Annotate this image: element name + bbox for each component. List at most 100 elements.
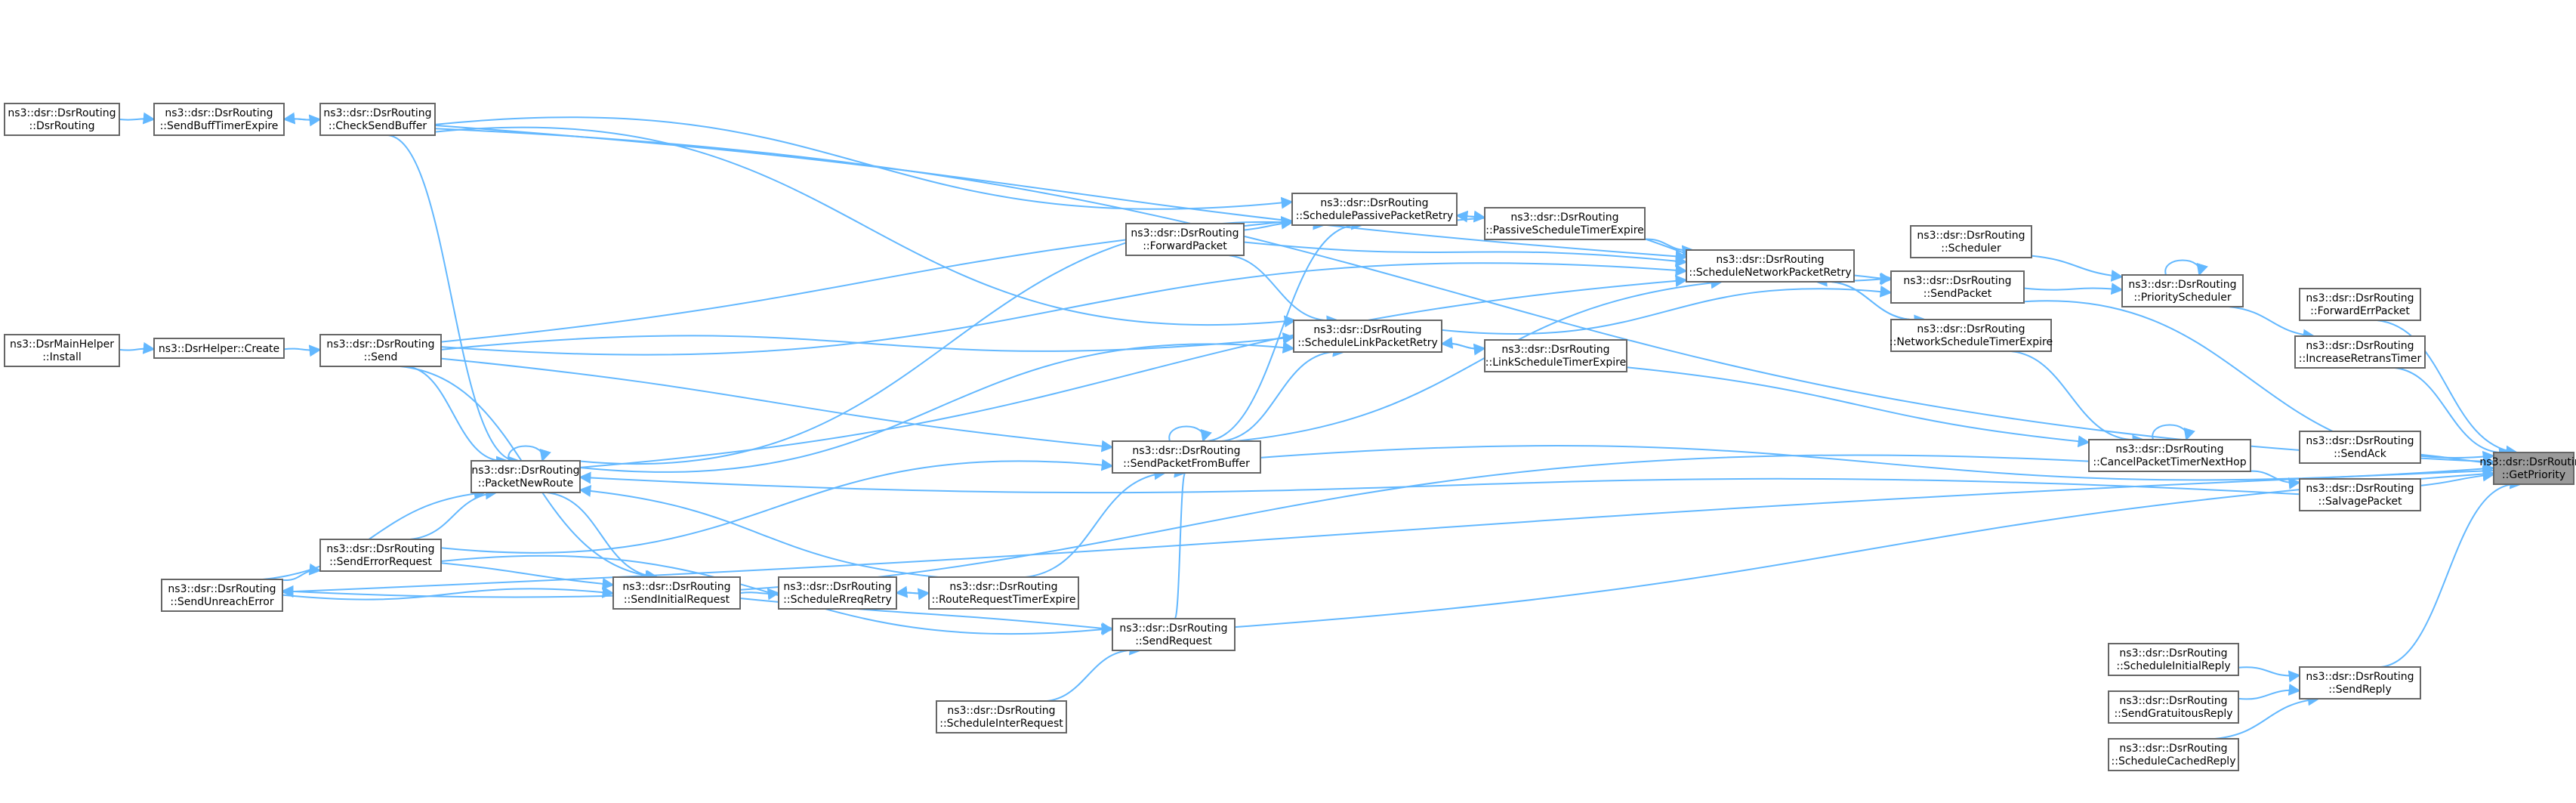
edge-checksendbuffer-to-schedulelinkpacketretry	[434, 126, 1297, 328]
node-label-1: ns3::dsr::DsrRouting	[323, 107, 431, 119]
edge-routerequesttimerexpire-to-schedulerreqretry	[895, 585, 930, 598]
node-cancelpackettimernexthop[interactable]: ns3::dsr::DsrRouting::CancelPacketTimerN…	[2088, 439, 2251, 472]
node-label-2: ::PacketNewRoute	[478, 477, 573, 490]
node-packetnewroute[interactable]: ns3::dsr::DsrRouting::PacketNewRoute	[470, 460, 581, 493]
node-label-2: ::SendRequest	[1135, 635, 1212, 647]
node-dsrhelpercreate[interactable]: ns3::DsrHelper::Create	[153, 338, 285, 359]
node-box	[470, 460, 581, 493]
node-label-1: ns3::dsr::DsrRouting	[949, 581, 1057, 593]
node-sendgratuitousreply[interactable]: ns3::dsr::DsrRouting::SendGratuitousRepl…	[2108, 690, 2239, 724]
node-box	[1293, 320, 1442, 353]
node-label-1: ns3::dsr::DsrRouting	[2128, 279, 2236, 291]
edge-sendunreacherror-to-senderrorrequest	[282, 563, 322, 581]
node-schedulenetworkpacketretry[interactable]: ns3::dsr::DsrRouting::ScheduleNetworkPac…	[1686, 249, 1855, 283]
edge-networkscheduletimerexpire-to-cancelpackettimernexthop	[1997, 350, 2145, 447]
node-label-1: ns3::dsr::DsrRouting	[1119, 622, 1227, 635]
node-forwardpacket[interactable]: ns3::dsr::DsrRouting::ForwardPacket	[1125, 223, 1245, 256]
node-box	[1686, 249, 1855, 283]
node-label-1: ns3::dsr::DsrRouting	[947, 705, 1055, 717]
node-label-1: ns3::dsr::DsrRouting	[1716, 254, 1824, 266]
edge-getpriority-to-sendunreacherror	[281, 469, 2494, 598]
node-box	[1484, 339, 1627, 372]
node-sendpacketfrombuffer[interactable]: ns3::dsr::DsrRouting::SendPacketFromBuff…	[1112, 440, 1261, 474]
node-scheduleinitialreply[interactable]: ns3::dsr::DsrRouting::ScheduleInitialRep…	[2108, 643, 2239, 676]
node-label-1: ns3::dsr::DsrRouting	[1131, 227, 1239, 239]
node-label-2: ::LinkScheduleTimerExpire	[1485, 357, 1626, 369]
node-label-2: ::RouteRequestTimerExpire	[932, 594, 1076, 606]
node-scheduleintertrequest[interactable]: ns3::dsr::DsrRouting::ScheduleInterReque…	[936, 700, 1067, 734]
node-linkscheduletimerexpire[interactable]: ns3::dsr::DsrRouting::LinkScheduleTimerE…	[1484, 339, 1627, 372]
node-routerequesttimerexpire[interactable]: ns3::dsr::DsrRouting::RouteRequestTimerE…	[928, 576, 1079, 610]
node-sendreply[interactable]: ns3::dsr::DsrRouting::SendReply	[2299, 666, 2421, 700]
node-scheduler[interactable]: ns3::dsr::DsrRouting::Scheduler	[1910, 225, 2032, 258]
edge-cancelpackettimernexthop-to-salvagepacket	[2246, 470, 2301, 490]
node-label-1: ns3::dsr::DsrRouting	[1501, 344, 1609, 356]
node-sendunreacherror[interactable]: ns3::dsr::DsrRouting::SendUnreachError	[161, 579, 283, 612]
edge-send-to-sendpacketfrombuffer	[440, 357, 1114, 452]
node-box	[4, 103, 120, 136]
edge-sendunreacherror-to-sendinitialrequest	[282, 586, 615, 601]
node-box	[319, 103, 436, 136]
node-priorityscheduler[interactable]: ns3::dsr::DsrRouting::PriorityScheduler	[2121, 274, 2244, 307]
node-label-2: ::ScheduleRreqRetry	[783, 594, 892, 606]
node-label-1: ns3::dsr::DsrRouting	[2306, 671, 2414, 683]
node-schedulerreqretry[interactable]: ns3::dsr::DsrRouting::ScheduleRreqRetry	[778, 576, 897, 610]
node-box	[1112, 618, 1236, 651]
node-label-1: ns3::dsr::DsrRouting	[168, 583, 276, 595]
node-networkscheduletimerexpire[interactable]: ns3::dsr::DsrRouting::NetworkScheduleTim…	[1890, 319, 2053, 352]
node-salvagepacket[interactable]: ns3::dsr::DsrRouting::SalvagePacket	[2299, 478, 2421, 511]
node-box	[2299, 431, 2421, 464]
node-sendrequest[interactable]: ns3::dsr::DsrRouting::SendRequest	[1112, 618, 1236, 651]
edge-scheduleintertrequest-to-sendrequest	[1034, 643, 1142, 703]
node-schedulecachedreply[interactable]: ns3::dsr::DsrRouting::ScheduleCachedRepl…	[2108, 738, 2239, 771]
node-box	[2299, 288, 2421, 321]
node-forwarderrpacket[interactable]: ns3::dsr::DsrRouting::ForwardErrPacket	[2299, 288, 2421, 321]
node-sendpacket[interactable]: ns3::dsr::DsrRouting::SendPacket	[1890, 270, 2025, 304]
edge-cancelpackettimernexthop-to-cancelpackettimernexthop	[2152, 424, 2195, 441]
node-label-2: ::SendReply	[2328, 684, 2391, 696]
node-sendbufftimerexpire[interactable]: ns3::dsr::DsrRouting::SendBuffTimerExpir…	[153, 103, 285, 136]
node-label-2: ::ScheduleLinkPacketRetry	[1297, 337, 1437, 349]
node-label-2: ::NetworkScheduleTimerExpire	[1890, 336, 2053, 348]
node-box	[2108, 690, 2239, 724]
edge-sendpacketfrombuffer-to-schedulenetworkpacketretry	[1235, 276, 1723, 442]
node-schedulelinkpacketretry[interactable]: ns3::dsr::DsrRouting::ScheduleLinkPacket…	[1293, 320, 1442, 353]
edge-forwarderrpacket-to-getpriority	[2377, 320, 2519, 458]
node-box	[1890, 270, 2025, 304]
edge-sendinitialrequest-to-schedulerreqretry	[739, 588, 780, 601]
node-dsrmainhelperinstall[interactable]: ns3::DsrMainHelper::Install	[4, 334, 120, 367]
node-label-1: ns3::dsr::DsrRouting	[2479, 456, 2576, 468]
edge-schedulelinkpacketretry-to-sendpacket	[1441, 285, 1893, 335]
node-box	[1291, 193, 1458, 226]
node-label-1: ns3::dsr::DsrRouting	[326, 338, 434, 351]
node-checksendbuffer[interactable]: ns3::dsr::DsrRouting::CheckSendBuffer	[319, 103, 436, 136]
node-box	[2299, 478, 2421, 511]
node-box	[2088, 439, 2251, 472]
node-label-1: ns3::dsr::DsrRouting	[1313, 324, 1421, 336]
edge-sendpacketfrombuffer-to-getpriority	[1260, 444, 2495, 481]
node-box	[2121, 274, 2244, 307]
node-dsrrouting[interactable]: ns3::dsr::DsrRouting::DsrRouting	[4, 103, 120, 136]
node-label-1: ns3::dsr::DsrRouting	[2306, 292, 2414, 304]
node-increaseretranstimer[interactable]: ns3::dsr::DsrRouting::IncreaseRetransTim…	[2294, 335, 2426, 369]
node-box	[153, 338, 285, 359]
node-box	[2108, 643, 2239, 676]
node-label-2: ::SendInitialRequest	[624, 594, 730, 606]
node-sendack[interactable]: ns3::dsr::DsrRouting::SendAck	[2299, 431, 2421, 464]
node-schedulepassivepacketretry[interactable]: ns3::dsr::DsrRouting::SchedulePassivePac…	[1291, 193, 1458, 226]
node-sendinitialrequest[interactable]: ns3::dsr::DsrRouting::SendInitialRequest	[612, 576, 741, 610]
node-box	[1910, 225, 2032, 258]
node-getpriority[interactable]: ns3::dsr::DsrRouting::GetPriority	[2479, 452, 2576, 485]
edge-forwardpacket-to-schedulelinkpacketretry	[1214, 254, 1339, 328]
node-send[interactable]: ns3::dsr::DsrRouting::Send	[319, 334, 442, 367]
node-box	[2294, 335, 2426, 369]
node-label-1: ns3::dsr::DsrRouting	[1320, 197, 1428, 209]
node-passivescheduletimerexpire[interactable]: ns3::dsr::DsrRouting::PassiveScheduleTim…	[1484, 207, 1646, 240]
node-senderrorrequest[interactable]: ns3::dsr::DsrRouting::SendErrorRequest	[319, 539, 442, 572]
node-label-1: ns3::dsr::DsrRouting	[2119, 647, 2227, 659]
node-box	[2108, 738, 2239, 771]
node-label-1: ns3::dsr::DsrRouting	[1903, 275, 2011, 287]
node-label-1: ns3::DsrMainHelper	[10, 338, 114, 351]
edge-packetnewroute-to-sendinitialrequest	[546, 492, 658, 582]
